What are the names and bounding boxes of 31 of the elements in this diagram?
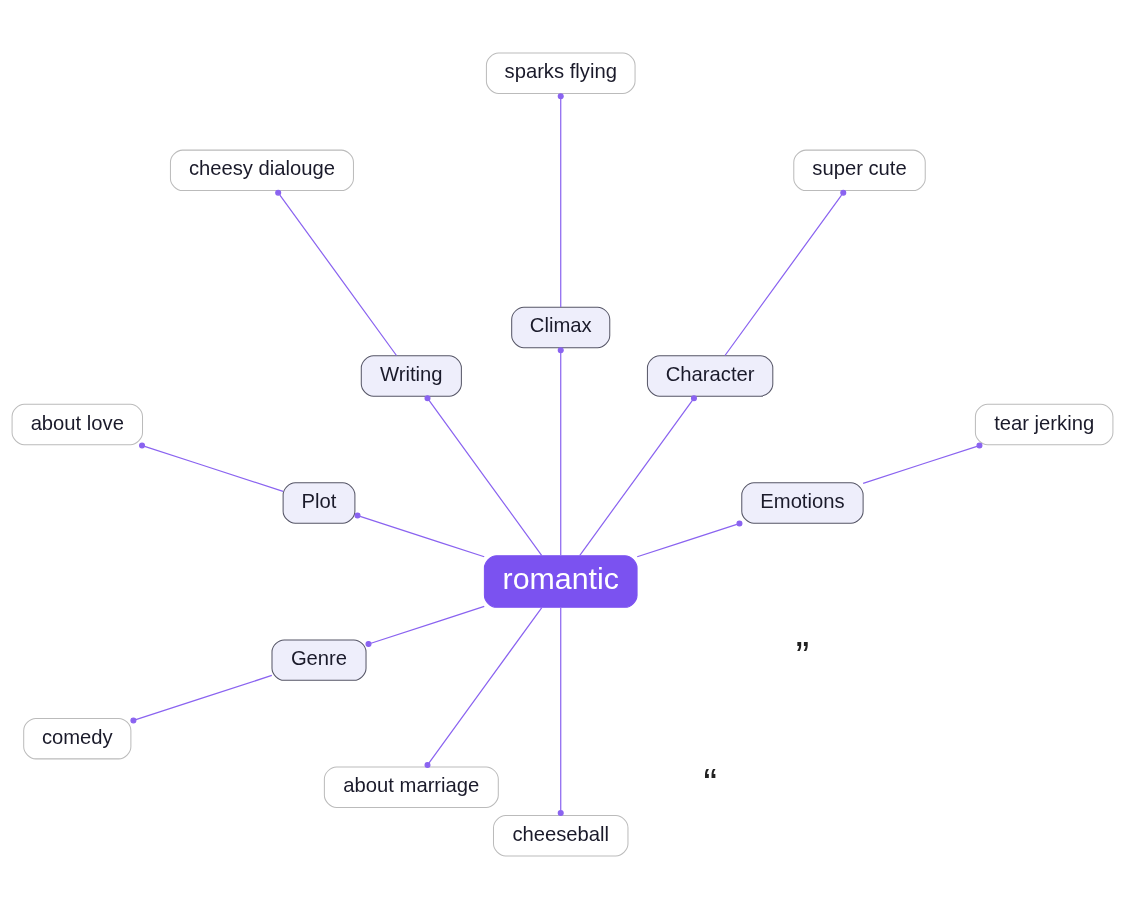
node-box: romantic — [483, 555, 638, 608]
node-box: comedy — [23, 717, 132, 760]
connector — [424, 607, 543, 768]
connector — [130, 674, 273, 724]
connector — [579, 395, 697, 557]
connector — [275, 189, 398, 357]
node-box: about love — [11, 403, 144, 446]
node-box: Genre — [271, 639, 367, 681]
node-box: Plot — [282, 482, 356, 524]
node-box: Character — [646, 355, 774, 397]
node-box: Writing — [360, 355, 462, 397]
connector — [557, 607, 564, 816]
node-box: about marriage — [323, 766, 499, 808]
connector — [862, 442, 983, 484]
connector — [424, 395, 543, 557]
node-box: cheesy dialouge — [169, 149, 354, 192]
node-box: Climax — [511, 306, 611, 349]
connector — [139, 442, 284, 492]
connector — [724, 189, 847, 357]
connector — [354, 512, 485, 558]
node-box: Emotions — [741, 482, 864, 524]
node-box: sparks flying — [485, 52, 636, 94]
node-box: cheeseball — [493, 815, 629, 857]
label: “ — [703, 760, 717, 807]
connector — [636, 520, 743, 558]
connector — [557, 347, 564, 556]
node-box: tear jerking — [974, 403, 1114, 446]
node-box: super cute — [793, 149, 926, 192]
label: ” — [795, 633, 810, 680]
connector — [365, 605, 485, 648]
connector — [557, 93, 564, 308]
